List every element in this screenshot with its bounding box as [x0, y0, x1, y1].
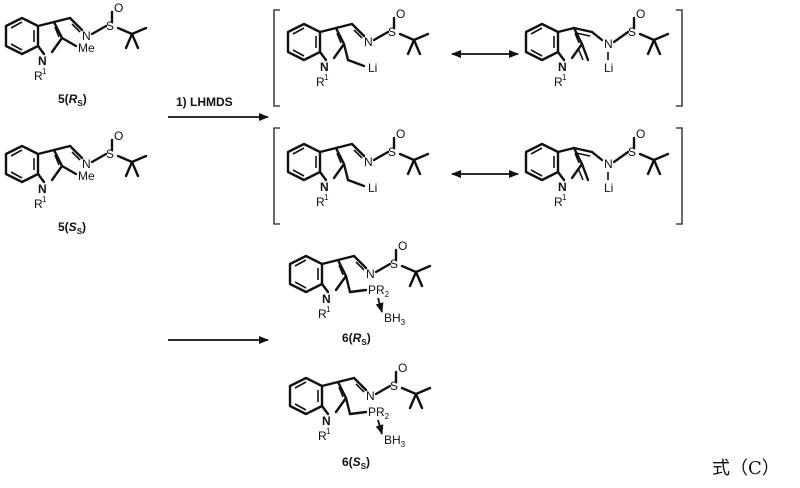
svg-text:N: N — [320, 60, 329, 74]
compound-6-ss: N S O PR2 BH3 N R 1 6(SS) — [288, 361, 432, 471]
svg-text:R: R — [318, 429, 327, 443]
svg-text:S: S — [388, 25, 396, 39]
svg-text:O: O — [114, 129, 123, 143]
svg-text:R: R — [318, 307, 327, 321]
svg-text:R: R — [316, 75, 325, 89]
label-5-ss: 5(SS) — [58, 220, 86, 236]
svg-text:N: N — [366, 389, 375, 403]
svg-text:O: O — [398, 361, 407, 375]
label-6-rs: 6(RS) — [342, 331, 371, 347]
svg-text:O: O — [636, 127, 645, 141]
svg-text:O: O — [396, 7, 405, 21]
svg-text:N: N — [366, 267, 375, 281]
svg-text:PR2: PR2 — [368, 405, 390, 421]
svg-text:R: R — [554, 75, 563, 89]
svg-text:N: N — [558, 180, 567, 194]
label-6-ss: 6(SS) — [342, 455, 370, 471]
atom-o: O — [114, 1, 123, 15]
svg-text:R: R — [316, 195, 325, 209]
atom-borane: BH3 — [384, 311, 406, 327]
svg-text:S: S — [106, 147, 114, 161]
svg-text:1: 1 — [42, 67, 47, 76]
compound-5-rs: N S O Me N R 1 5(RS) — [4, 1, 148, 108]
svg-text:N: N — [364, 35, 373, 49]
bracket-right-1 — [676, 9, 683, 107]
svg-text:1: 1 — [42, 195, 47, 204]
compound-6-rs: N S O PR2 BH3 N R 1 6(RS) — [288, 239, 432, 347]
svg-text:S: S — [388, 145, 396, 159]
svg-text:1: 1 — [324, 193, 329, 202]
svg-text:1: 1 — [326, 427, 331, 436]
reagent-label: 1) LHMDS — [176, 95, 233, 109]
svg-text:N: N — [604, 37, 613, 51]
svg-text:O: O — [398, 239, 407, 253]
intermediate-2a: N S O Li N R 1 — [286, 127, 430, 209]
svg-text:R: R — [34, 197, 43, 211]
compound-5-ss: N S O Me N R 1 5(SS) — [4, 129, 148, 236]
atom-r: R — [34, 69, 43, 83]
svg-text:N: N — [364, 155, 373, 169]
svg-text:Li: Li — [368, 181, 377, 195]
atom-n-indole: N — [38, 54, 47, 68]
svg-text:O: O — [396, 127, 405, 141]
svg-text:S: S — [628, 145, 636, 159]
svg-text:Me: Me — [78, 169, 95, 183]
svg-text:R: R — [554, 195, 563, 209]
formula-label: 式（C） — [712, 458, 780, 479]
svg-text:S: S — [390, 257, 398, 271]
svg-text:1: 1 — [562, 193, 567, 202]
svg-text:1: 1 — [562, 73, 567, 82]
svg-text:N: N — [604, 157, 613, 171]
svg-text:N: N — [82, 157, 91, 171]
svg-text:N: N — [322, 292, 331, 306]
intermediate-2b: N Li S O N R 1 — [524, 127, 670, 209]
svg-text:1: 1 — [326, 305, 331, 314]
svg-text:O: O — [636, 7, 645, 21]
intermediate-1a: N S O Li N R 1 — [286, 7, 430, 89]
svg-text:Li: Li — [368, 61, 377, 75]
atom-n: N — [82, 29, 91, 43]
atom-s: S — [106, 19, 114, 33]
atom-methyl: Me — [78, 41, 95, 55]
svg-text:N: N — [320, 180, 329, 194]
bracket-left-1 — [273, 9, 280, 107]
atom-phosphine: PR2 — [368, 283, 390, 299]
bracket-left-2 — [273, 127, 280, 225]
svg-text:Li: Li — [604, 61, 613, 75]
svg-text:BH3: BH3 — [384, 433, 406, 449]
svg-text:N: N — [322, 414, 331, 428]
svg-text:S: S — [390, 379, 398, 393]
intermediate-1b: N Li S O N R 1 — [524, 7, 670, 89]
svg-text:N: N — [38, 182, 47, 196]
label-5-rs: 5(RS) — [58, 92, 87, 108]
svg-text:1: 1 — [324, 73, 329, 82]
bracket-right-2 — [676, 127, 683, 225]
svg-text:N: N — [558, 60, 567, 74]
svg-text:S: S — [628, 25, 636, 39]
svg-text:Li: Li — [604, 181, 613, 195]
